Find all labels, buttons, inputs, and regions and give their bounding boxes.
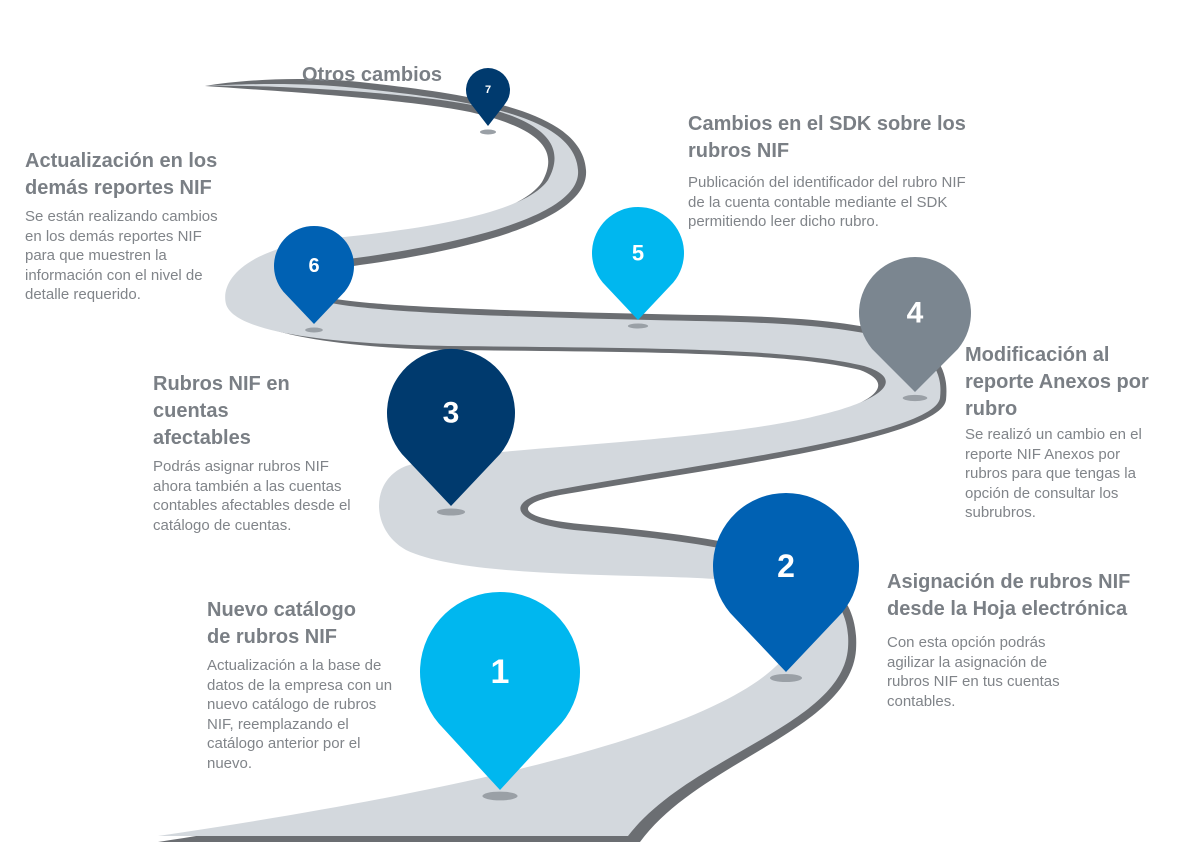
pin-2-marker: [713, 492, 860, 672]
step-7-title: Otros cambios: [302, 64, 443, 86]
pin-1-number: 1: [491, 653, 510, 691]
step-3-block: Rubros NIF en cuentas afectables Podrás …: [153, 371, 393, 535]
pin-5-shadow: [627, 323, 649, 329]
pin-3-marker: [387, 348, 515, 506]
pin-4-marker: [859, 257, 972, 392]
pin-6: 6: [274, 225, 354, 333]
pin-1-shadow: [482, 791, 518, 801]
pin-7-shadow: [480, 129, 496, 135]
step-7-block: Otros cambios: [302, 62, 472, 89]
pin-6-marker: [274, 225, 354, 324]
step-2-title: Asignación de rubros NIF desde la Hoja e…: [887, 571, 1131, 620]
step-2-block: Asignación de rubros NIF desde la Hoja e…: [887, 569, 1177, 711]
step-4-text: Se realizó un cambio en el reporte NIF A…: [965, 426, 1142, 521]
pin-7-marker: [466, 68, 511, 126]
pin-5-marker: [592, 206, 685, 320]
step-1-block: Nuevo catálogo de rubros NIF Actualizaci…: [207, 597, 422, 773]
step-4-title: Modificación al reporte Anexos por rubro: [965, 344, 1149, 420]
pin-2: 2: [713, 492, 860, 683]
step-1-title: Nuevo catálogo de rubros NIF: [207, 599, 356, 648]
pin-6-shadow: [305, 327, 323, 333]
step-6-title: Actualización en los demás reportes NIF: [25, 150, 218, 199]
pin-4-shadow: [902, 394, 928, 402]
pin-4-number: 4: [907, 297, 924, 330]
step-5-block: Cambios en el SDK sobre los rubros NIF P…: [688, 111, 1028, 232]
pin-3: 3: [387, 348, 515, 516]
step-6-text: Se están realizando cambios en los demás…: [25, 208, 218, 303]
step-3-text: Podrás asignar rubros NIF ahora también …: [153, 458, 351, 534]
step-5-text: Publicación del identificador del rubro …: [688, 174, 966, 230]
pin-6-number: 6: [308, 255, 319, 277]
pin-3-shadow: [436, 508, 466, 516]
step-3-title: Rubros NIF en cuentas afectables: [153, 373, 290, 449]
step-2-text: Con esta opción podrás agilizar la asign…: [887, 634, 1060, 710]
step-1-text: Actualización a la base de datos de la e…: [207, 657, 393, 772]
step-6-block: Actualización en los demás reportes NIF …: [25, 148, 250, 305]
road-surface: [158, 84, 941, 836]
step-5-title: Cambios en el SDK sobre los rubros NIF: [688, 113, 966, 162]
step-4-block: Modificación al reporte Anexos por rubro…: [965, 342, 1190, 523]
pin-5-number: 5: [632, 241, 644, 266]
pin-5: 5: [592, 206, 685, 329]
pin-1-marker: [419, 591, 580, 790]
pin-7: 7: [466, 68, 511, 135]
pin-2-number: 2: [777, 548, 795, 584]
pin-2-shadow: [769, 673, 803, 683]
pin-3-number: 3: [443, 397, 460, 430]
pin-4: 4: [859, 257, 972, 402]
pin-1: 1: [419, 591, 580, 801]
pin-7-number: 7: [485, 84, 491, 96]
